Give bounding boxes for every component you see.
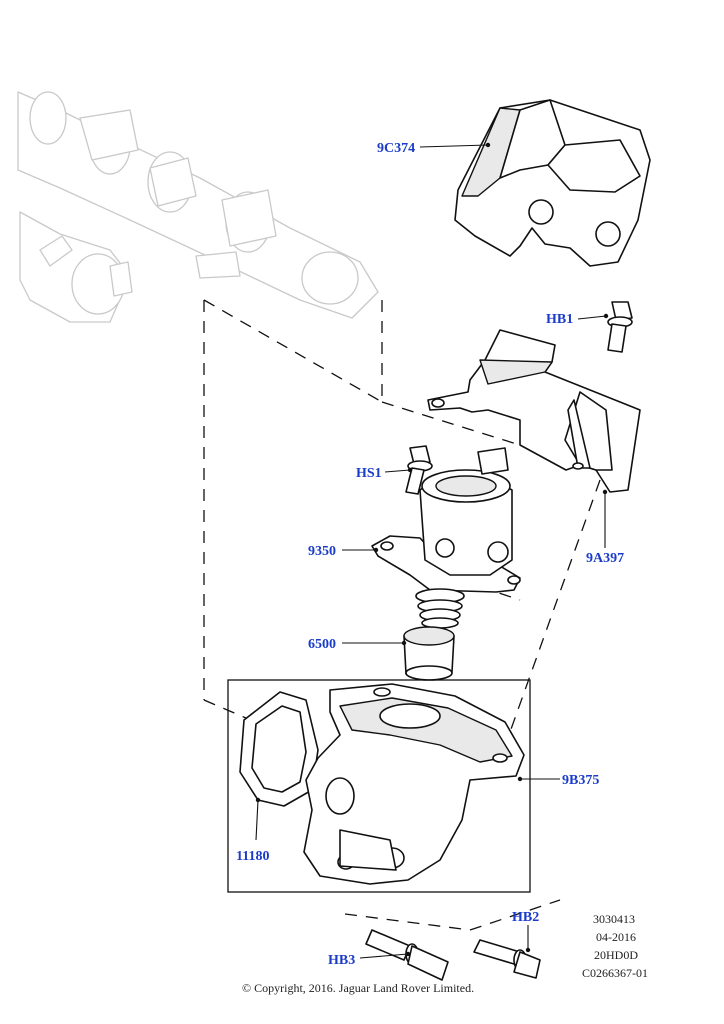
callout-11180[interactable]: 11180 <box>236 849 269 864</box>
gasket-11180[interactable] <box>239 691 319 807</box>
drawing-reference-block: 3030413 04-2016 20HD0D C0266367-01 <box>582 912 648 980</box>
reference-code: 20HD0D <box>594 948 638 962</box>
tappet-6500[interactable] <box>403 626 455 681</box>
callout-HS1[interactable]: HS1 <box>356 466 382 481</box>
copyright-notice: © Copyright, 2016. Jaguar Land Rover Lim… <box>242 981 474 995</box>
bolt-HB3[interactable] <box>365 929 449 981</box>
housing-group-frame <box>227 679 531 893</box>
callout-9C374[interactable]: 9C374 <box>377 141 415 156</box>
camshaft-illustration <box>17 91 379 323</box>
callout-HB3[interactable]: HB3 <box>328 953 355 968</box>
reference-number: 3030413 <box>593 912 635 926</box>
callout-HB2[interactable]: HB2 <box>512 910 539 925</box>
callout-9B375[interactable]: 9B375 <box>562 773 599 788</box>
stud-HS1[interactable] <box>405 445 433 495</box>
leader-lines <box>255 142 609 959</box>
high-pressure-pump-9350[interactable] <box>371 447 521 629</box>
reference-drawing-id: C0266367-01 <box>582 966 648 980</box>
reference-date: 04-2016 <box>596 930 636 944</box>
pump-bracket-9A397[interactable] <box>427 329 641 493</box>
pump-cover-9C374[interactable] <box>454 99 651 267</box>
callout-9350[interactable]: 9350 <box>308 544 336 559</box>
pump-housing-9B375[interactable] <box>303 683 525 885</box>
callout-HB1[interactable]: HB1 <box>546 312 573 327</box>
bolt-HB2[interactable] <box>473 939 541 979</box>
callout-9A397[interactable]: 9A397 <box>586 551 624 566</box>
bolt-HB1[interactable] <box>607 301 633 353</box>
callout-6500[interactable]: 6500 <box>308 637 336 652</box>
